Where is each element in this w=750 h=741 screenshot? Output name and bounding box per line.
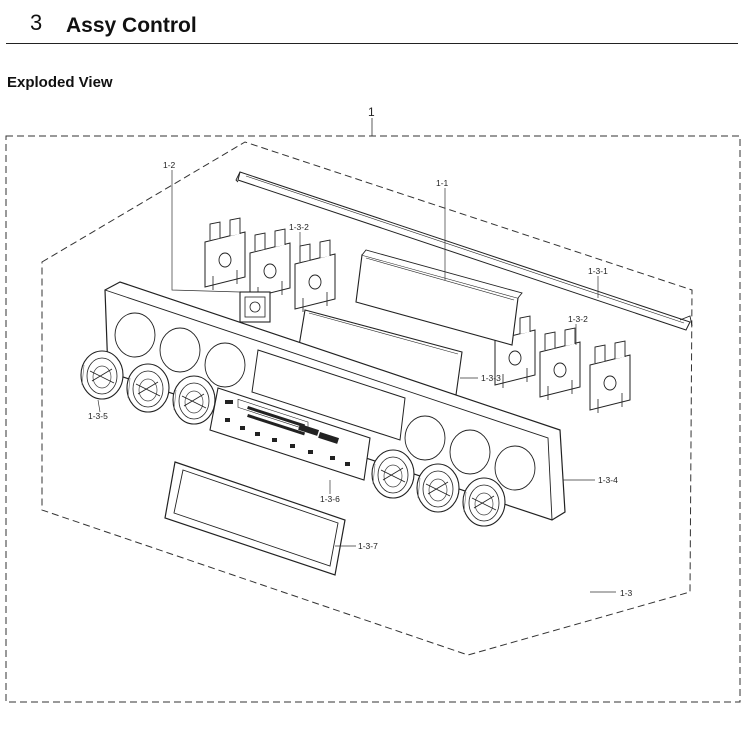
brackets-right-1-3-2	[494, 315, 631, 414]
control-panel-1-3-4	[104, 281, 566, 521]
callout-1-3-6: 1-3-6	[320, 494, 340, 504]
callout-1-3-2-left: 1-3-2	[289, 222, 309, 232]
leader-lines	[97, 170, 616, 593]
callout-1-1: 1-1	[436, 178, 449, 188]
callout-1-3-2-right: 1-3-2	[568, 314, 588, 324]
display-frame-1-3-7	[164, 461, 346, 576]
top-rail-1-3-1	[235, 171, 693, 331]
callout-1-2: 1-2	[163, 160, 176, 170]
subheading: Exploded View	[7, 74, 113, 91]
callout-1-3: 1-3	[620, 588, 633, 598]
callout-1-3-7: 1-3-7	[358, 541, 378, 551]
touch-panel-1-3-6	[209, 387, 371, 481]
callout-1: 1	[368, 105, 375, 119]
clock-1-2	[239, 291, 271, 323]
callout-1-3-1: 1-3-1	[588, 266, 608, 276]
callout-1-3-4: 1-3-4	[598, 475, 618, 485]
assembly-frame	[5, 135, 741, 703]
callout-1-3-5: 1-3-5	[88, 411, 108, 421]
section-number: 3	[30, 10, 43, 35]
callout-1-3-3: 1-3-3	[481, 373, 501, 383]
title-rule	[6, 43, 738, 44]
pcb-1-1	[355, 249, 523, 346]
subassembly-frame	[41, 141, 693, 656]
section-title: Assy Control	[66, 14, 197, 37]
